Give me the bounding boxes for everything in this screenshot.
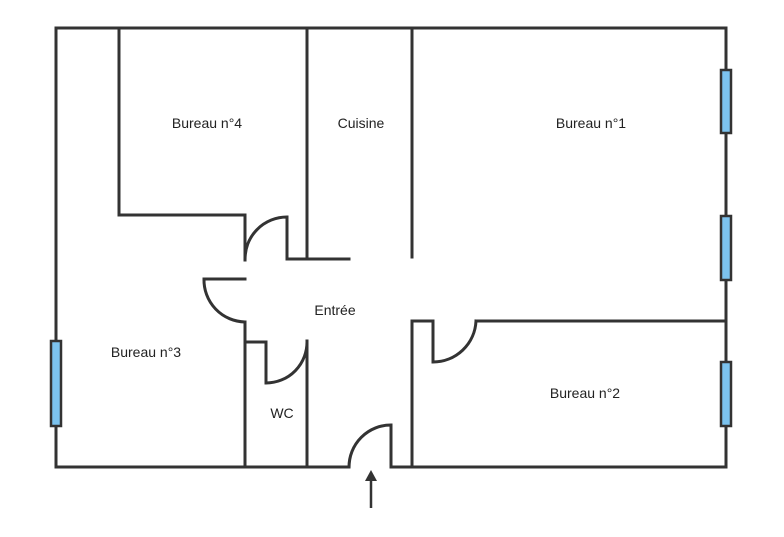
window-bureau1-top [719,68,733,135]
window-bureau3 [49,339,63,428]
door-bureau2[interactable] [431,319,478,364]
label-bureau4: Bureau n°4 [172,115,242,131]
entrance-arrow [365,470,377,508]
outer-wall-left-bottom [54,26,351,469]
label-bureau2: Bureau n°2 [550,385,620,401]
bureau4-wall [117,26,247,262]
window-bureau1-bottom [719,214,733,282]
door-bureau4[interactable] [243,215,289,262]
label-cuisine: Cuisine [338,115,385,131]
door-bureau3[interactable] [202,277,247,324]
label-entree: Entrée [314,302,355,318]
bureau2-wall [410,319,435,469]
door-wc[interactable] [264,339,309,385]
label-bureau3: Bureau n°3 [111,344,181,360]
window-bureau2 [719,360,733,428]
doors [202,215,478,469]
label-wc: WC [270,405,293,421]
outer-wall-top [54,26,728,469]
windows [49,68,733,428]
label-bureau1: Bureau n°1 [556,115,626,131]
door-entrance[interactable] [347,423,393,469]
walls [54,26,728,469]
room-labels: Bureau n°4 Cuisine Bureau n°1 Entrée Bur… [111,115,626,421]
